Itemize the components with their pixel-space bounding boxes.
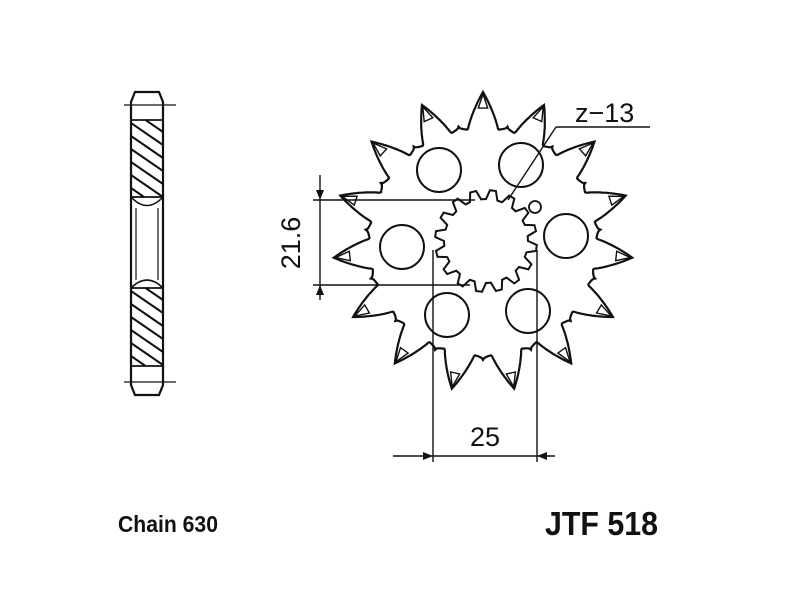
- bolt-hole: [416, 147, 462, 193]
- hatch-line: [144, 119, 164, 133]
- hatch-line: [130, 122, 164, 146]
- tooth-tip-mark: [505, 371, 517, 389]
- spline-bore: [434, 189, 538, 293]
- hatch-line: [130, 187, 145, 198]
- side-section-view: [124, 90, 176, 397]
- teeth-count-label: z−13: [575, 98, 634, 128]
- hatch-line: [130, 342, 164, 366]
- tooth-tip-mark: [477, 91, 489, 109]
- bolt-hole: [543, 213, 589, 259]
- hatch-line: [130, 148, 164, 172]
- hatch-line: [144, 287, 164, 301]
- hatch-line: [130, 316, 164, 340]
- tooth-tip-mark: [421, 104, 434, 123]
- dimensions: [313, 126, 650, 462]
- bore-chamfer: [130, 196, 164, 289]
- hatch-line: [130, 329, 164, 353]
- hatch-line: [130, 174, 164, 198]
- hatch-line: [130, 355, 147, 367]
- hole-spacing-label: 25: [470, 422, 500, 452]
- tooth-tip-mark: [449, 371, 461, 389]
- spline-dimension-label: 21.6: [276, 217, 306, 270]
- leader-line: [507, 126, 557, 201]
- tooth-tip-mark: [556, 346, 572, 364]
- tooth-tip-mark: [371, 141, 388, 158]
- bolt-hole: [379, 224, 425, 270]
- hatch-line: [130, 135, 164, 159]
- chain-size-label: Chain 630: [118, 511, 218, 537]
- tooth-tip-mark: [532, 104, 545, 123]
- tooth-tip-mark: [333, 250, 352, 262]
- front-view: [331, 89, 635, 391]
- tooth-tip-mark: [595, 303, 614, 318]
- bolt-hole: [505, 288, 551, 334]
- sprocket-outline: [331, 89, 635, 391]
- hatch-line: [130, 303, 164, 327]
- part-number-label: JTF 518: [545, 505, 659, 542]
- bolt-hole: [424, 292, 470, 338]
- hatch-line: [130, 161, 164, 185]
- bolt-hole: [498, 142, 544, 188]
- hatch-line: [130, 290, 164, 314]
- tooth-tip-mark: [578, 141, 595, 158]
- tooth-tip-mark: [614, 250, 633, 262]
- tooth-tip-mark: [352, 303, 371, 318]
- tooth-tip-mark: [607, 195, 626, 207]
- small-hole: [528, 200, 542, 214]
- tooth-tip-mark: [394, 346, 410, 364]
